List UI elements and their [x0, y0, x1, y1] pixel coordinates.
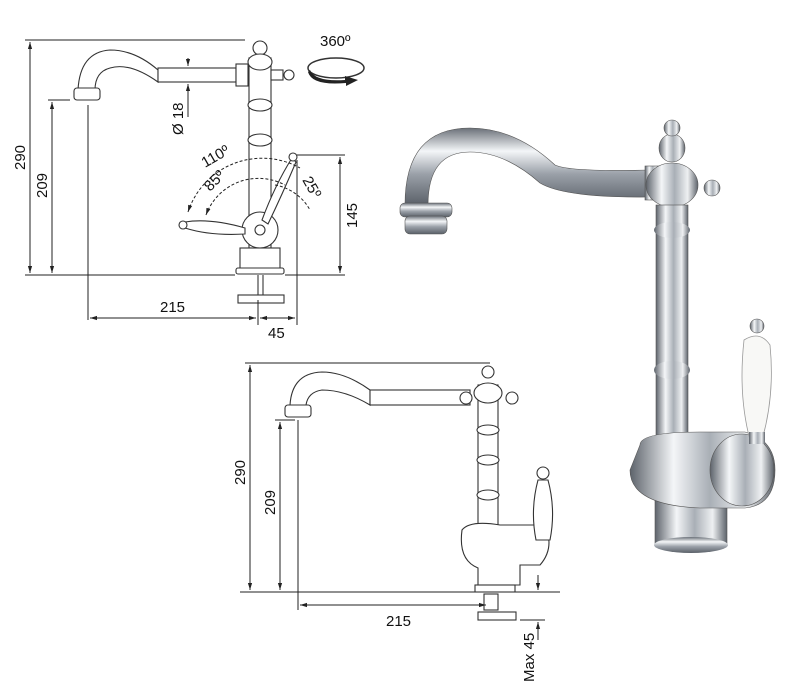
max-thickness-label: Max 45: [521, 633, 538, 682]
angle-min-label: 25º: [299, 174, 325, 202]
height-total-label: 290: [12, 145, 29, 170]
top-technical-drawing: 360º 290 209 Ø 18 110º 85º 25º 145 215 4…: [12, 33, 365, 342]
diameter-label: Ø 18: [170, 102, 187, 135]
faucet-product-image: [399, 119, 776, 553]
bottom-technical-drawing: 290 209 215 Max 45: [232, 362, 560, 682]
reach-label: 215: [160, 299, 185, 316]
height-spout-label: 209: [262, 490, 279, 515]
rotation-360-icon: [307, 57, 365, 86]
offset-label: 45: [268, 325, 285, 342]
lever-height-label: 145: [344, 203, 361, 228]
rotation-label: 360º: [320, 33, 351, 50]
ceramic-handle: [741, 335, 772, 441]
reach-label: 215: [386, 613, 411, 630]
angle-mid-label: 85º: [201, 167, 229, 195]
height-spout-label: 209: [34, 173, 51, 198]
height-total-label: 290: [232, 460, 249, 485]
